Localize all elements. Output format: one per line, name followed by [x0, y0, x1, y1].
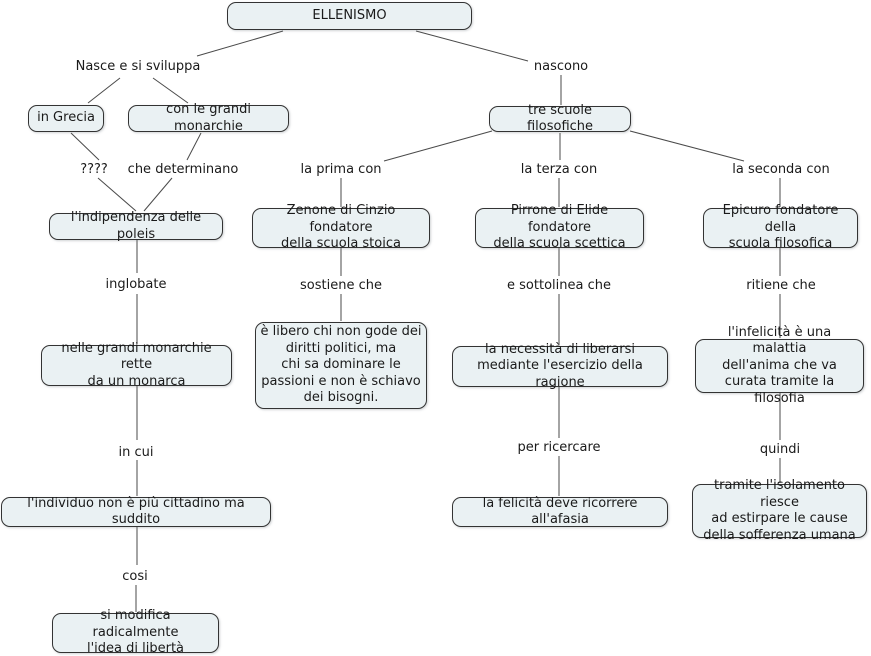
node-ellenismo[interactable]: ELLENISMO — [227, 2, 472, 30]
connector-line — [70, 132, 100, 161]
connector-line — [152, 77, 189, 104]
node-pirrone-fondatore[interactable]: Pirrone di Elide fondatore della scuola … — [475, 203, 644, 251]
edge-label-sostiene-che[interactable]: sostiene che — [300, 278, 382, 293]
edge-label-per-ricercare[interactable]: per ricercare — [517, 440, 601, 455]
node-epicuro-fondatore[interactable]: Epicuro fondatore della scuola filosofic… — [703, 203, 858, 251]
connector-line — [186, 132, 202, 161]
connector-line — [97, 177, 137, 212]
node-isolamento-sofferenza[interactable]: tramite l'isolamento riesce ad estirpare… — [692, 478, 867, 543]
node-monarchie-rette[interactable]: nelle grandi monarchie rette da un monar… — [41, 341, 232, 389]
node-in-grecia[interactable]: in Grecia — [28, 105, 104, 132]
connector-line — [143, 177, 173, 212]
edge-label-in-cui[interactable]: in cui — [118, 445, 154, 460]
edge-label-che-determinano[interactable]: che determinano — [127, 162, 239, 177]
node-tesi-stoica[interactable]: è libero chi non gode dei diritti politi… — [255, 322, 427, 409]
node-indipendenza-poleis[interactable]: l'indipendenza delle poleis — [49, 210, 223, 242]
node-tesi-scettica[interactable]: la necessità di liberarsi mediante l'ese… — [452, 342, 668, 390]
edge-label-nascono[interactable]: nascono — [533, 59, 589, 74]
edge-label-ritiene-che[interactable]: ritiene che — [746, 278, 816, 293]
node-tre-scuole-filosofiche[interactable]: tre scuole filosofiche — [489, 103, 631, 134]
edge-label-cosi[interactable]: cosi — [122, 569, 148, 584]
node-grandi-monarchie[interactable]: con le grandi monarchie — [128, 102, 289, 134]
connector-line — [383, 130, 493, 162]
edge-label-inglobate[interactable]: inglobate — [105, 277, 167, 292]
edge-label-la-seconda-con[interactable]: la seconda con — [732, 162, 830, 177]
edge-label-e-sottolinea-che[interactable]: e sottolinea che — [507, 278, 611, 293]
edge-label-nasce-e-si-sviluppa[interactable]: Nasce e si sviluppa — [75, 59, 201, 74]
edge-label-la-prima-con[interactable]: la prima con — [300, 162, 382, 177]
node-individuo-suddito[interactable]: l'individuo non è più cittadino ma suddi… — [1, 496, 271, 527]
node-felicita-afasia[interactable]: la felicità deve ricorrere all'afasia — [452, 496, 668, 527]
connector-line — [196, 30, 284, 57]
connector-line — [87, 77, 121, 104]
edge-label-question-marks[interactable]: ???? — [80, 162, 108, 177]
connector-line — [629, 130, 745, 162]
node-zenone-fondatore[interactable]: Zenone di Cinzio fondatore della scuola … — [252, 203, 430, 251]
edge-label-quindi[interactable]: quindi — [759, 442, 801, 457]
node-idea-liberta[interactable]: si modifica radicalmente l'idea di liber… — [52, 608, 219, 656]
node-tesi-epicurea[interactable]: l'infelicità è una malattia dell'anima c… — [695, 325, 864, 406]
connector-line — [415, 30, 529, 62]
edge-label-la-terza-con[interactable]: la terza con — [520, 162, 598, 177]
